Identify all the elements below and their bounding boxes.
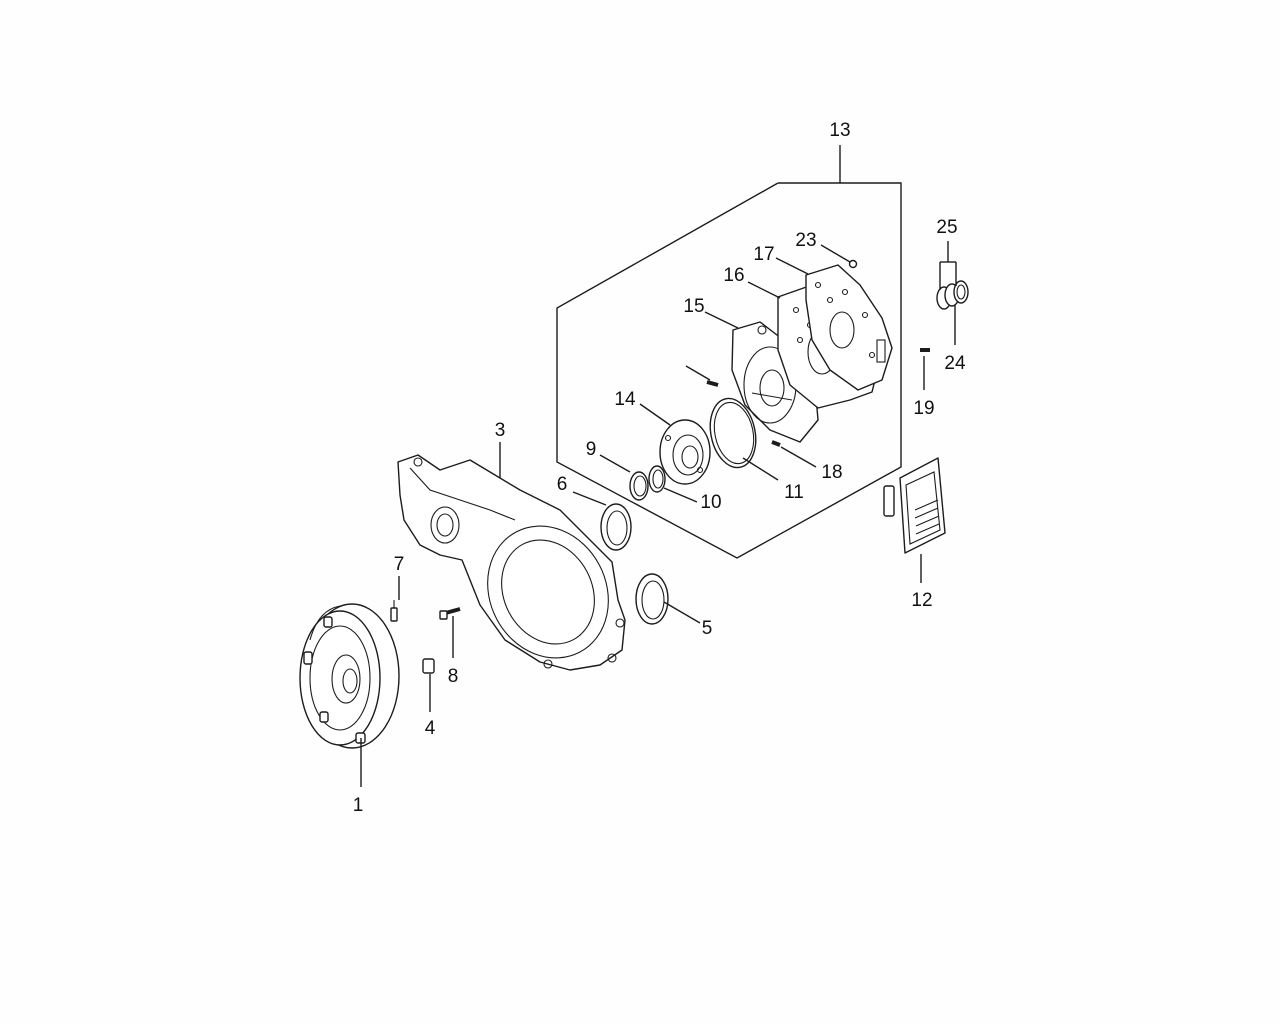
part-12-strainer[interactable] [883,457,946,554]
callout-1: 1 [353,795,364,816]
callout-16: 16 [723,265,744,286]
callout-11: 11 [784,482,804,503]
part-10-ring[interactable] [648,465,666,493]
callout-4: 4 [425,718,436,739]
part-18-bolt[interactable] [771,440,781,447]
callout-24: 24 [944,353,966,374]
leader-lines [360,241,957,787]
part-23-plug[interactable] [848,259,858,269]
part-7-bolt-lower[interactable] [390,600,398,622]
callout-25: 25 [936,217,957,238]
callout-14: 14 [614,389,636,410]
callout-18: 18 [821,462,842,483]
callout-15: 15 [683,296,704,317]
part-4-dowel[interactable] [422,658,435,674]
callout-5: 5 [702,618,713,639]
part-14-pump-cover[interactable] [659,419,711,485]
part-11-o-ring[interactable] [704,394,762,472]
part-8-pin[interactable] [439,607,461,620]
callout-3: 3 [495,420,506,441]
part-6-seal[interactable] [600,503,632,551]
part-17-valve-plate[interactable] [805,264,893,391]
callout-10: 10 [700,492,721,513]
part-1-torque-converter[interactable] [299,603,400,749]
part-9-ring[interactable] [629,471,649,501]
callout-6: 6 [557,474,568,495]
callout-13: 13 [829,120,850,141]
callout-9: 9 [586,439,597,460]
callout-23: 23 [795,230,816,251]
part-3-transmission-case[interactable] [397,454,631,679]
part-5-seal[interactable] [635,573,669,625]
callout-12: 12 [911,590,932,611]
callout-7-lower: 7 [394,554,405,575]
callout-19: 19 [913,398,934,419]
callout-17: 17 [753,244,774,265]
part-7-bolt-upper[interactable] [706,380,719,387]
callout-8: 8 [448,666,459,687]
part-15-pump-body[interactable] [731,321,819,443]
part-24-25-seal-rings[interactable] [936,280,969,310]
callout-labels: 1 3 4 5 6 7 8 9 10 11 12 13 14 15 16 17 … [353,120,966,816]
assembly-13-bracket [556,145,902,559]
